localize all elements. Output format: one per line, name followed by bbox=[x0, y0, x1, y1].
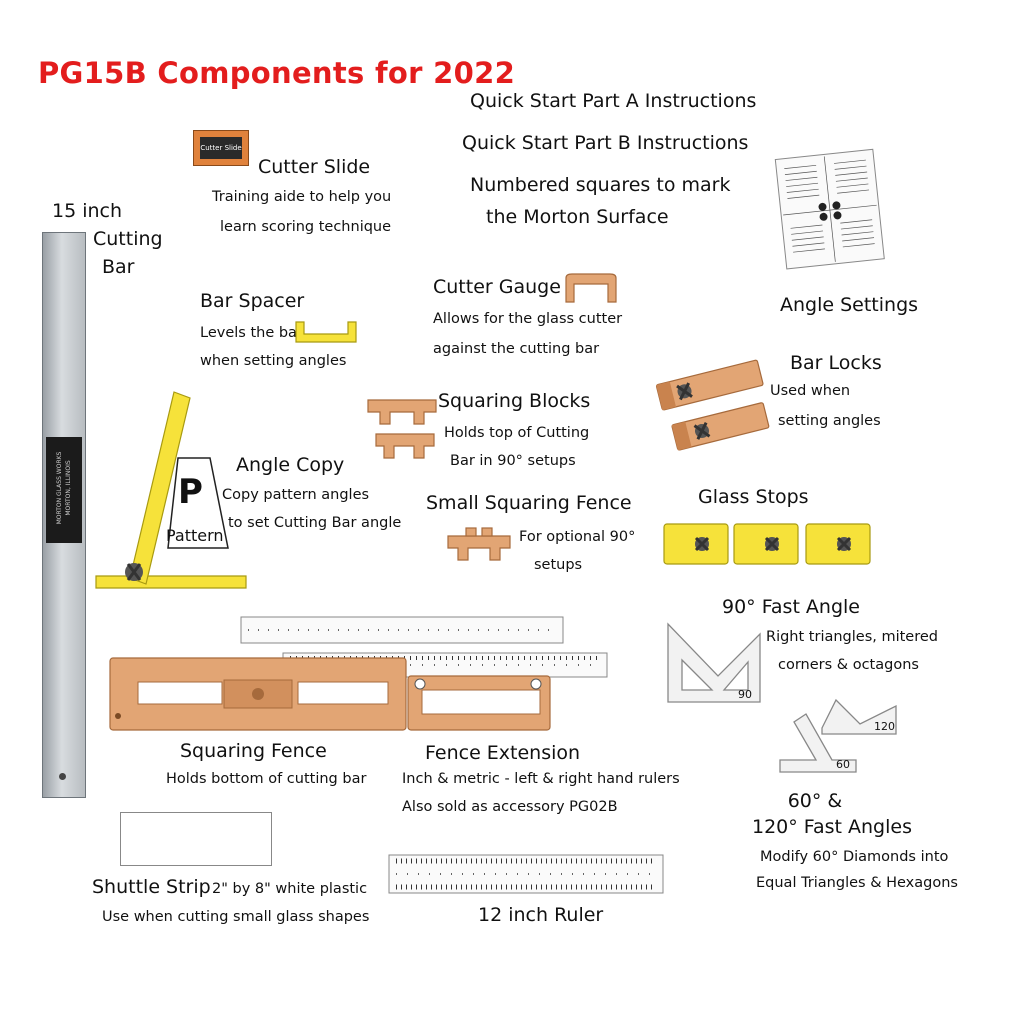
bar-locks-name: Bar Locks bbox=[790, 352, 882, 374]
squaring-blocks-desc2: Bar in 90° setups bbox=[450, 453, 576, 469]
numbered-squares-line2: the Morton Surface bbox=[486, 206, 669, 228]
squaring-fence-image bbox=[109, 657, 551, 731]
fast-angle-90-desc2: corners & octagons bbox=[778, 657, 919, 673]
fence-extension-ruler-top bbox=[240, 616, 564, 644]
bar-locks-desc1: Used when bbox=[770, 383, 851, 399]
cutting-bar-badge: MORTON GLASS WORKS MORTON, ILLINOIS bbox=[46, 437, 82, 543]
cutter-gauge-desc2: against the cutting bar bbox=[433, 341, 600, 357]
squaring-fence-name: Squaring Fence bbox=[180, 740, 327, 762]
cutting-bar-badge-line2: MORTON, ILLINOIS bbox=[65, 460, 72, 516]
fast-angles-60-120-image bbox=[779, 698, 897, 773]
cutter-slide-desc1: Training aide to help you bbox=[212, 189, 392, 205]
angle-copy-pattern-word: Pattern bbox=[166, 526, 224, 545]
fast-angles-60-120-name2: 120° Fast Angles bbox=[752, 816, 912, 838]
fast-angle-90-image bbox=[667, 622, 761, 703]
squaring-fence-desc: Holds bottom of cutting bar bbox=[166, 771, 367, 787]
fence-extension-name: Fence Extension bbox=[425, 742, 581, 764]
fast-angle-90-name: 90° Fast Angle bbox=[722, 596, 861, 618]
angle-copy-name: Angle Copy bbox=[236, 454, 345, 476]
shuttle-strip-desc: Use when cutting small glass shapes bbox=[102, 909, 370, 925]
fast-angles-60-label: 60 bbox=[836, 758, 850, 771]
cutting-bar-name3: Bar bbox=[102, 256, 135, 278]
bar-spacer-name: Bar Spacer bbox=[200, 290, 305, 312]
small-squaring-fence-name: Small Squaring Fence bbox=[426, 492, 632, 514]
quick-start-part-a: Quick Start Part A Instructions bbox=[470, 90, 757, 112]
fast-angles-60-120-desc1: Modify 60° Diamonds into bbox=[760, 849, 949, 865]
cutter-gauge-image bbox=[565, 273, 617, 303]
fast-angle-90-desc1: Right triangles, mitered bbox=[766, 629, 938, 645]
small-squaring-fence-image bbox=[447, 527, 511, 561]
cutter-gauge-name: Cutter Gauge bbox=[433, 276, 561, 298]
glass-stops-image bbox=[663, 523, 871, 565]
cutting-bar-name2: Cutting bbox=[93, 228, 163, 250]
squaring-blocks-name: Squaring Blocks bbox=[438, 390, 591, 412]
quick-start-part-b: Quick Start Part B Instructions bbox=[462, 132, 749, 154]
squaring-blocks-desc1: Holds top of Cutting bbox=[444, 425, 590, 441]
angle-copy-p-letter: P bbox=[178, 472, 203, 512]
angle-copy-desc2: to set Cutting Bar angle bbox=[228, 515, 402, 531]
cutter-slide-tag: Cutter Slide bbox=[200, 137, 242, 159]
ruler-12-image bbox=[388, 854, 664, 894]
bar-spacer-image bbox=[295, 321, 357, 343]
cutter-gauge-desc1: Allows for the glass cutter bbox=[433, 311, 623, 327]
glass-stops-name: Glass Stops bbox=[698, 486, 809, 508]
bar-locks-desc2: setting angles bbox=[778, 413, 881, 429]
small-squaring-fence-desc2: setups bbox=[534, 557, 583, 573]
cutter-slide-name: Cutter Slide bbox=[258, 156, 371, 178]
bar-spacer-desc1: Levels the bar bbox=[200, 325, 303, 341]
cutter-slide-desc2: learn scoring technique bbox=[220, 219, 392, 235]
cutting-bar-name1: 15 inch bbox=[52, 200, 123, 222]
fast-angles-120-label: 120 bbox=[874, 720, 895, 733]
fast-angle-90-tool-label: 90 bbox=[738, 688, 752, 701]
shuttle-strip-size: 2" by 8" white plastic bbox=[212, 881, 368, 897]
bar-locks-image bbox=[655, 359, 770, 451]
squaring-blocks-image bbox=[367, 399, 437, 459]
bar-spacer-desc2: when setting angles bbox=[200, 353, 347, 369]
fence-extension-desc2: Also sold as accessory PG02B bbox=[402, 799, 618, 815]
angle-settings-sheet bbox=[774, 148, 885, 270]
cutting-bar-hole bbox=[59, 773, 66, 780]
ruler-12-name: 12 inch Ruler bbox=[478, 904, 604, 926]
shuttle-strip-image bbox=[120, 812, 272, 866]
fence-extension-desc1: Inch & metric - left & right hand rulers bbox=[402, 771, 680, 787]
angle-settings-name: Angle Settings bbox=[780, 294, 919, 316]
fast-angles-60-120-desc2: Equal Triangles & Hexagons bbox=[756, 875, 958, 891]
angle-copy-image bbox=[95, 391, 247, 589]
cutter-slide-image: Cutter Slide bbox=[193, 130, 249, 166]
angle-copy-desc1: Copy pattern angles bbox=[222, 487, 370, 503]
cutting-bar-badge-line1: MORTON GLASS WORKS bbox=[56, 451, 63, 525]
cutting-bar-image: MORTON GLASS WORKS MORTON, ILLINOIS bbox=[42, 232, 86, 798]
numbered-squares-line1: Numbered squares to mark bbox=[470, 174, 731, 196]
shuttle-strip-name: Shuttle Strip bbox=[92, 876, 211, 898]
page-title: PG15B Components for 2022 bbox=[38, 56, 516, 90]
small-squaring-fence-desc1: For optional 90° bbox=[519, 529, 636, 545]
fast-angles-60-120-name1: 60° & bbox=[787, 790, 843, 812]
